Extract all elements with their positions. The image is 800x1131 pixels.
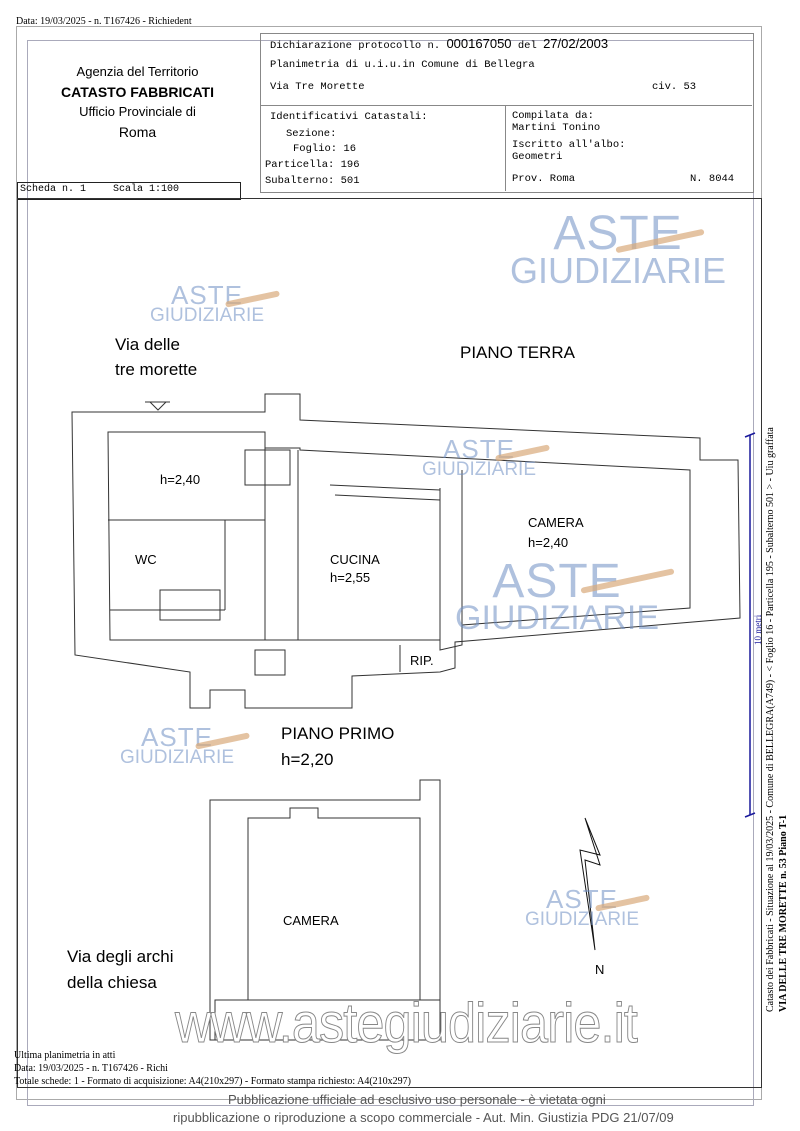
agency-name: Agenzia del Territorio (76, 64, 199, 79)
side-address: VIA DELLE TRE MORETTE n. 53 Piano T-1 (778, 814, 789, 1012)
room-label-rip: RIP. (410, 653, 434, 668)
protocol-label: Dichiarazione protocollo n. (270, 40, 441, 52)
room-height: h=2,40 (160, 472, 201, 487)
civic-number: civ. 53 (652, 81, 697, 93)
agency-block: Agenzia del Territorio CATASTO FABBRICAT… (40, 62, 235, 142)
compilata-label: Compilata da: (512, 110, 594, 122)
north-label: N (595, 962, 605, 977)
last-plan-note: Ultima planimetria in atti (14, 1050, 116, 1061)
watermark-site: www.astegiudiziarie.it (175, 991, 639, 1055)
watermark-giudiziarie: GIUDIZIARIE (510, 250, 727, 292)
scale-bar-label: 10 metri (753, 614, 763, 645)
inner-frame (27, 40, 754, 1106)
publication-notice: Pubblicazione ufficiale ad esclusivo uso… (228, 1092, 606, 1107)
footer-totals: Totale schede: 1 - Formato di acquisizio… (14, 1076, 411, 1087)
foglio: Foglio: 16 (293, 143, 357, 155)
planimetria-line: Planimetria di u.i.u.in Comune di Belleg… (270, 59, 535, 71)
street-label: Via delle (115, 335, 180, 354)
sezione: Sezione: (286, 128, 337, 140)
scheda: Scheda n. 1 (20, 184, 87, 195)
floor-label: PIANO TERRA (460, 343, 575, 362)
identificativi-label: Identificativi Catastali: (270, 111, 428, 123)
room-height: h=2,40 (528, 535, 569, 550)
registration-number: N. 8044 (690, 173, 735, 185)
piano-terra-outline (71, 393, 741, 709)
room-label-camera: CAMERA (528, 515, 584, 530)
divider (505, 105, 506, 191)
room-label-camera: CAMERA (283, 913, 339, 928)
divider (260, 105, 752, 106)
compilatore: Martini Tonino (512, 122, 601, 134)
street-label: tre morette (115, 360, 198, 379)
side-caption: Catasto dei Fabbricati - Situazione al 1… (765, 427, 776, 1012)
room-height: h=2,55 (330, 570, 371, 585)
scale-bar (744, 432, 756, 818)
province: Prov. Roma (512, 173, 576, 185)
room-label-cucina: CUCINA (330, 552, 380, 567)
drawing-frame (17, 198, 762, 1088)
floor-height: h=2,20 (281, 750, 334, 769)
scheda-box (17, 182, 241, 200)
catasto-title: CATASTO FABBRICATI (61, 84, 214, 100)
room-label-wc: WC (135, 552, 157, 567)
albo: Geometri (512, 151, 563, 163)
request-line: Data: 19/03/2025 - n. T167426 - Richiede… (16, 16, 192, 27)
street-label: Via degli archi (67, 947, 174, 966)
subalterno: Subalterno: 501 (265, 175, 360, 187)
office-label: Ufficio Provinciale di (79, 104, 196, 119)
header-box (260, 33, 754, 193)
scale: Scala 1:100 (113, 184, 180, 195)
particella: Particella: 196 (265, 159, 360, 171)
piano-primo-inner (247, 807, 421, 1001)
del-label: del (517, 40, 537, 52)
office-city: Roma (118, 124, 157, 140)
piano-primo-outline (209, 779, 441, 1041)
street: Via Tre Morette (270, 81, 365, 93)
iscritto-label: Iscritto all'albo: (512, 139, 626, 151)
protocol-date: 27/02/2003 (543, 36, 609, 51)
north-arrow (579, 817, 601, 951)
protocol-number: 000167050 (446, 36, 512, 51)
floor-label: PIANO PRIMO (281, 724, 395, 743)
street-label: della chiesa (67, 973, 157, 992)
publication-notice: ripubblicazione o riproduzione a scopo c… (173, 1110, 674, 1125)
footer-date: Data: 19/03/2025 - n. T167426 - Richi (14, 1063, 168, 1074)
protocol-line: Dichiarazione protocollo n. 000167050 de… (270, 36, 608, 52)
